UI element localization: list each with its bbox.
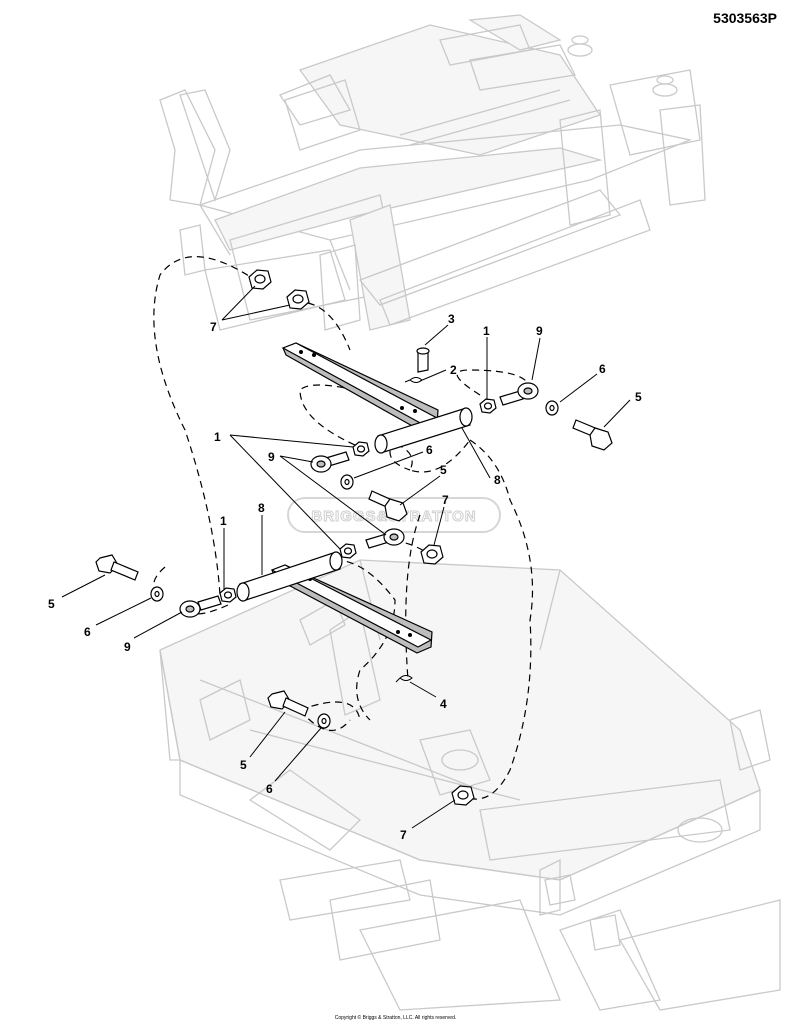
callout-8-upper: 8: [494, 473, 501, 487]
callout-5-upper-left: 5: [440, 463, 447, 477]
clevis-pin-3: [416, 347, 430, 373]
jam-nut-1-lower: [219, 587, 237, 603]
callout-5-bottom: 5: [240, 758, 247, 772]
callout-7-top: 7: [210, 320, 217, 334]
callout-1-upper-left: 1: [214, 430, 221, 444]
jam-nut-1-middle: [339, 543, 357, 559]
callout-3: 3: [448, 312, 455, 326]
rod-end-9-upper-left: [310, 451, 350, 473]
rod-end-9-lower: [179, 595, 222, 618]
callout-8-lower: 8: [258, 501, 265, 515]
bolt-5-lower-left: [95, 554, 139, 581]
callout-5-lower-left: 5: [48, 597, 55, 611]
callout-6-bottom: 6: [266, 782, 273, 796]
callout-6-upper-right: 6: [599, 362, 606, 376]
callout-9-upper-left: 9: [268, 450, 275, 464]
callout-5-upper-right: 5: [635, 390, 642, 404]
callout-6-lower-left: 6: [84, 625, 91, 639]
bolt-5-bottom: [267, 690, 309, 717]
rod-end-9-upper-right: [499, 382, 539, 406]
jam-nut-1-upper-right: [479, 398, 497, 414]
callout-4: 4: [440, 697, 447, 711]
callout-2: 2: [450, 363, 457, 377]
jam-nut-1-upper-left: [352, 441, 370, 457]
lower-tube-shaft: [236, 551, 343, 602]
upper-tube-shaft: [374, 407, 473, 454]
hex-nut-7-top-a: [248, 269, 272, 290]
hex-nut-7-bottom: [451, 785, 475, 806]
washer-6-upper-left: [340, 474, 354, 490]
callout-6-upper-left: 6: [426, 443, 433, 457]
callout-numbers: 7 3 1 9 2 6 5 1 6 9 5 8 7 8 1 5 6 9 4 5 …: [48, 312, 642, 842]
callout-7-middle: 7: [442, 493, 449, 507]
washer-6-upper-right: [545, 400, 559, 416]
upper-strap-plate: [281, 342, 439, 433]
lower-strap-plate: [270, 564, 433, 654]
callout-9-lower: 9: [124, 640, 131, 654]
callout-1-lower: 1: [220, 514, 227, 528]
leader-lines: [61, 285, 631, 829]
washer-6-lower-left: [150, 586, 164, 602]
bolt-5-upper-right: [572, 419, 613, 451]
washer-6-bottom: [317, 713, 331, 729]
hex-nut-7-top-b: [286, 289, 310, 310]
ghost-mower-deck: [159, 559, 781, 1011]
hex-nut-7-middle: [420, 544, 444, 565]
callout-7-bottom: 7: [400, 828, 407, 842]
callout-1-upper-right: 1: [483, 324, 490, 338]
rod-end-9-middle: [365, 528, 405, 549]
callout-9-upper-right: 9: [536, 324, 543, 338]
hair-clip-4: [395, 675, 413, 683]
hair-clip-2: [404, 377, 423, 383]
copyright-notice: Copyright © Briggs & Stratton, LLC. All …: [334, 1015, 457, 1021]
ghost-chassis-frame: [159, 14, 706, 331]
diagram-part-number: 5303563P: [713, 10, 777, 26]
